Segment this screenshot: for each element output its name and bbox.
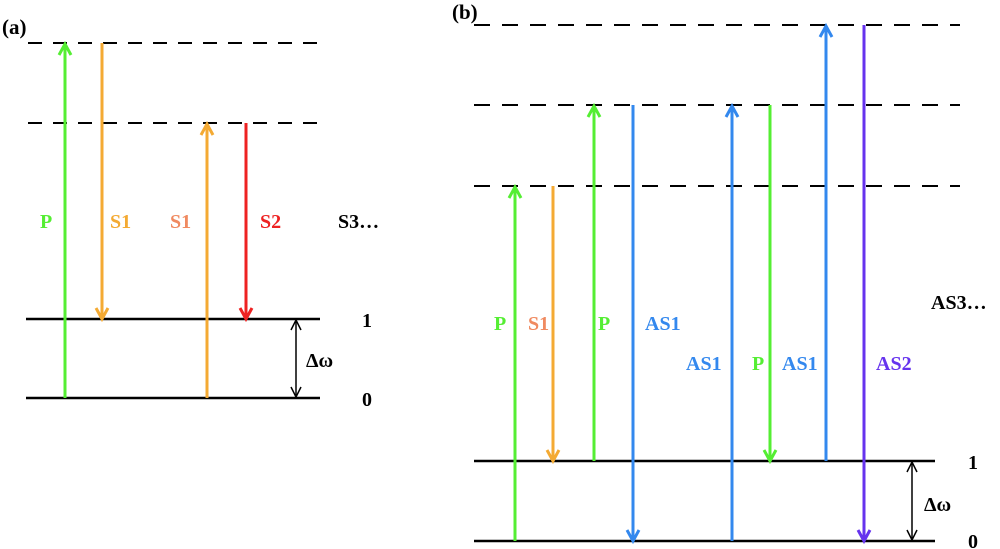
panel-b-label: (b)	[452, 0, 478, 24]
label-as1-a: AS1	[645, 313, 681, 335]
antistokes1-down-arrow-1	[625, 105, 641, 545]
antistokes1-up-arrow	[724, 102, 740, 541]
pump-arrow	[57, 40, 73, 398]
label-as1-c: AS1	[782, 353, 818, 375]
pump-arrow-2	[586, 102, 602, 461]
label-delta-omega: Δω	[924, 494, 951, 516]
label-as1-b: AS1	[686, 353, 722, 375]
label-level-1: 1	[968, 452, 978, 474]
label-s1-down: S1	[110, 211, 131, 233]
panel-a-label: (a)	[2, 15, 27, 39]
label-s1-up: S1	[170, 211, 191, 233]
label-level-1: 1	[362, 310, 372, 332]
label-s3: S3…	[338, 211, 379, 233]
label-as3: AS3…	[931, 292, 987, 314]
panel-b: (b)	[452, 0, 987, 549]
pump-arrow-3	[762, 105, 778, 465]
delta-omega-arrow	[290, 318, 302, 399]
panel-a: (a)	[2, 15, 379, 411]
antistokes1-up-arrow-2	[818, 22, 834, 461]
antistokes2-arrow	[856, 25, 872, 545]
label-p-1: P	[494, 313, 506, 335]
pump-arrow-1	[507, 183, 523, 541]
label-s2: S2	[260, 211, 281, 233]
label-p-2: P	[598, 313, 610, 335]
label-as2: AS2	[876, 353, 912, 375]
label-level-0: 0	[362, 389, 372, 411]
label-delta-omega: Δω	[306, 350, 333, 372]
delta-omega-arrow	[906, 460, 918, 542]
stokes1-arrow	[545, 186, 561, 465]
label-s1: S1	[528, 313, 549, 335]
label-p: P	[40, 211, 52, 233]
stokes2-arrow	[238, 123, 254, 323]
label-p-3: P	[752, 353, 764, 375]
stokes1-up-arrow	[199, 120, 215, 398]
stokes1-down-arrow	[94, 43, 110, 323]
label-level-0: 0	[968, 531, 978, 549]
